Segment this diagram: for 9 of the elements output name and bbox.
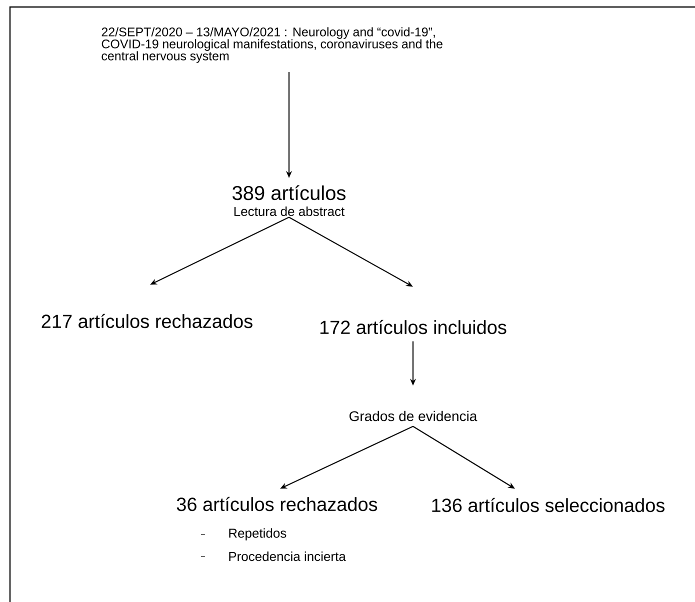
result-text: 36 artículos rechazados xyxy=(176,496,378,512)
result-text: 136 artículos seleccionados xyxy=(432,498,664,512)
result-text: 217 artículos rechazados xyxy=(42,314,252,328)
result-text: 172 artículos incluidos xyxy=(320,320,506,334)
step-text: Grados de evidencia xyxy=(350,410,478,422)
list-item: Procedencia incierta xyxy=(229,552,346,562)
search-text: 22/SEPT/2020 – 13/MAYO/2021 : Neurology and “covid-19”, COVID-19 neurological manifestations, coronaviruses and the central nervous system xyxy=(102,27,442,63)
list-item: Repetidos xyxy=(229,528,286,540)
step-text: 389 artículos Lectura de abstract xyxy=(232,185,346,216)
